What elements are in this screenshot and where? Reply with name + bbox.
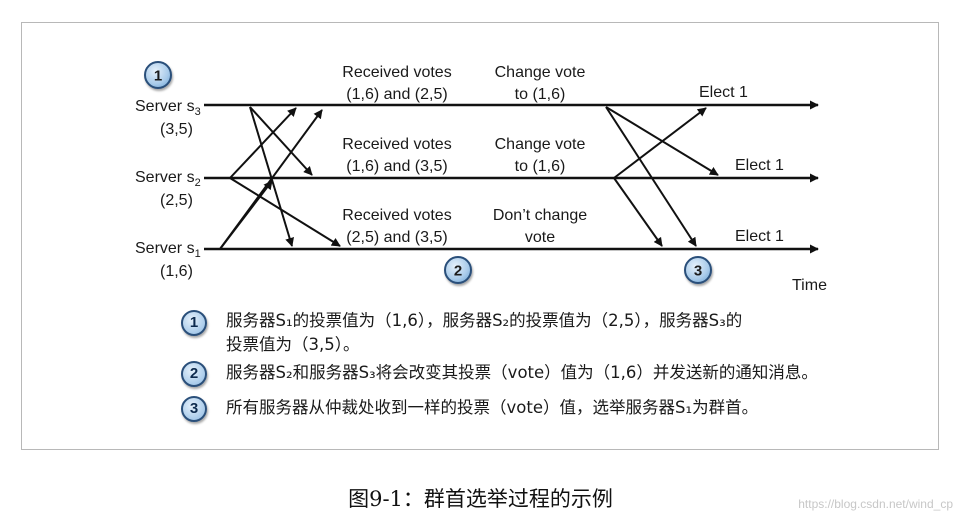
marker-1: 1 [144,61,172,89]
watermark: https://blog.csdn.net/wind_cp [798,497,953,511]
elect-s3: Elect 1 [699,84,748,101]
marker-2: 2 [444,256,472,284]
received-s1-line1: Received votes [342,207,451,224]
time-axis-label: Time [792,277,827,294]
note-1-line1: 服务器S₁的投票值为（1,6），服务器S₂的投票值为（2,5），服务器S₃的 [226,311,743,330]
change-s2-line2: to (1,6) [515,158,566,175]
msg-s1-to-s2 [219,180,273,250]
note-1-line2: 投票值为（3,5）。 [226,335,360,354]
server-s2-vote: (2,5) [160,192,193,209]
change-s3-line1: Change vote [495,64,586,81]
received-s2-line1: Received votes [342,136,451,153]
elect-s1: Elect 1 [735,228,784,245]
server-s3-vote: (3,5) [160,121,193,138]
received-s3-line1: Received votes [342,64,451,81]
msg-s2-to-s1 [229,177,341,247]
msg2-s2-to-s1 [613,177,663,247]
elect-s2: Elect 1 [735,157,784,174]
figure-frame [21,22,939,450]
server-s1-vote: (1,6) [160,263,193,280]
msg2-s3-to-s1 [605,106,697,247]
received-s3-line2: (1,6) and (2,5) [346,86,447,103]
note-3-badge: 3 [181,396,207,422]
note-2-badge: 2 [181,361,207,387]
svg-text:3: 3 [694,263,702,280]
note-3-line1: 所有服务器从仲裁处收到一样的投票（vote）值，选举服务器S₁为群首。 [226,398,759,417]
msg-s2-to-s3 [229,107,297,179]
svg-text:2: 2 [454,263,462,280]
msg2-s2-to-s3 [613,107,707,179]
received-s1-line2: (2,5) and (3,5) [346,229,447,246]
change-s1-line1: Don’t change [493,207,587,224]
svg-text:1: 1 [154,68,162,85]
change-s3-line2: to (1,6) [515,86,566,103]
marker-3: 3 [684,256,712,284]
change-s1-line2: vote [525,229,555,246]
server-s3-label: Server s3 [135,98,201,118]
figure-caption: 图9-1：群首选举过程的示例 [348,487,613,511]
server-s2-label: Server s2 [135,169,201,189]
change-s2-line1: Change vote [495,136,586,153]
note-1-badge: 1 [181,310,207,336]
note-2-line1: 服务器S₂和服务器S₃将会改变其投票（vote）值为（1,6）并发送新的通知消息… [226,363,818,382]
msg-s3-to-s2 [249,106,313,176]
received-s2-line2: (1,6) and (3,5) [346,158,447,175]
msg-s3-to-s1 [249,106,294,247]
server-s1-label: Server s1 [135,240,201,260]
